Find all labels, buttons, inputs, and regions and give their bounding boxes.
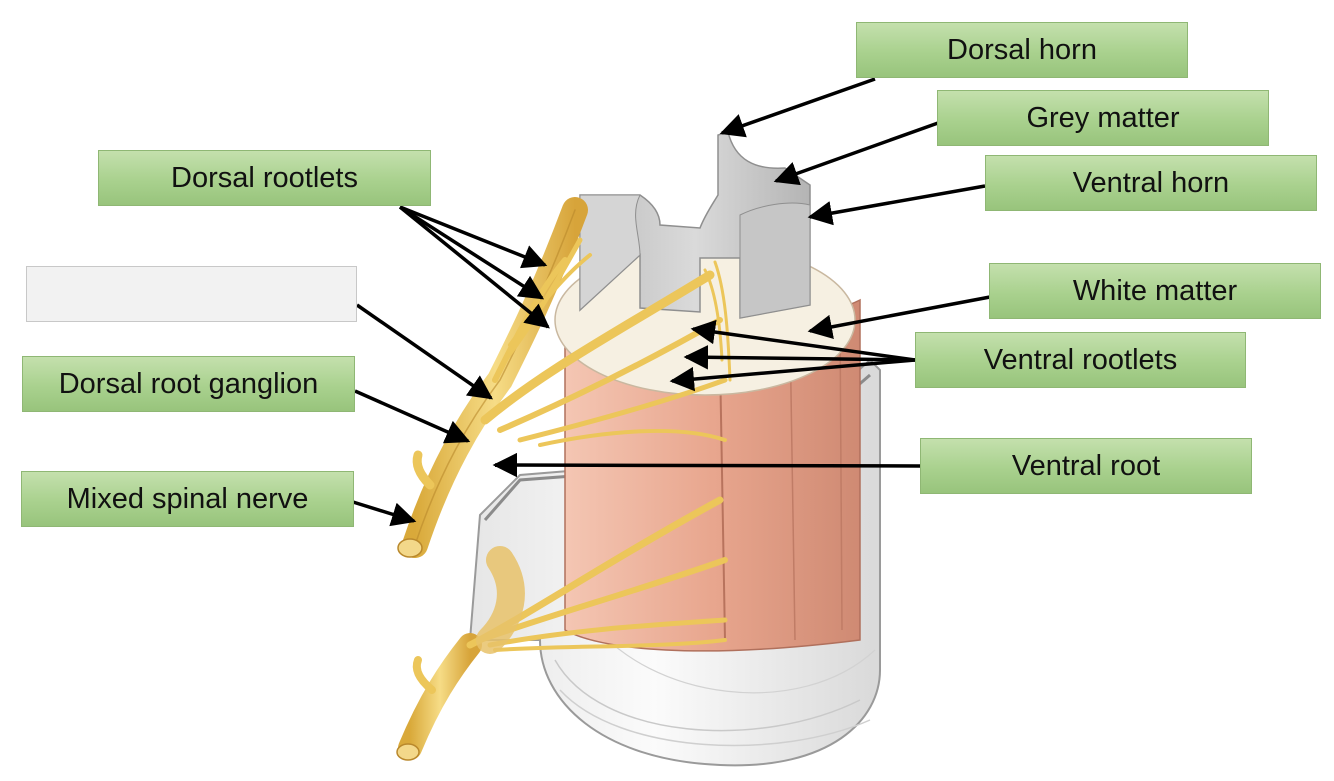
arrow-ventral-horn [807, 184, 986, 226]
label-dorsal-rootlets: Dorsal rootlets [98, 150, 431, 206]
nerve-roots [396, 197, 732, 761]
label-dorsal-root-ganglion: Dorsal root ganglion [22, 356, 355, 412]
label-ventral-rootlets: Ventral rootlets [915, 332, 1246, 388]
label-blank[interactable] [26, 266, 357, 322]
arrow-blank [356, 303, 494, 400]
arrow-dorsal-rootlets-3 [398, 205, 550, 329]
label-ventral-horn: Ventral horn [985, 155, 1317, 211]
grey-matter [579, 131, 811, 319]
arrow-dorsal-rootlets-1 [399, 205, 548, 269]
leader-lines [352, 77, 991, 527]
arrow-ventral-rootlets-1 [690, 319, 916, 362]
arrow-ventral-rootlets-2 [683, 345, 916, 370]
arrow-ventral-rootlets-3 [669, 358, 916, 392]
label-white-matter: White matter [989, 263, 1321, 319]
arrow-mixed-spinal-nerve [352, 500, 417, 527]
arrow-ventral-root [492, 452, 921, 478]
label-dorsal-horn: Dorsal horn [856, 22, 1188, 78]
arrow-dorsal-horn [719, 77, 876, 138]
label-grey-matter: Grey matter [937, 90, 1269, 146]
arrow-dorsal-root-ganglion [354, 389, 471, 444]
arrow-white-matter [807, 295, 991, 339]
label-mixed-spinal-nerve: Mixed spinal nerve [21, 471, 354, 527]
arrow-dorsal-rootlets-2 [399, 205, 545, 300]
arrow-grey-matter [773, 121, 939, 186]
label-ventral-root: Ventral root [920, 438, 1252, 494]
